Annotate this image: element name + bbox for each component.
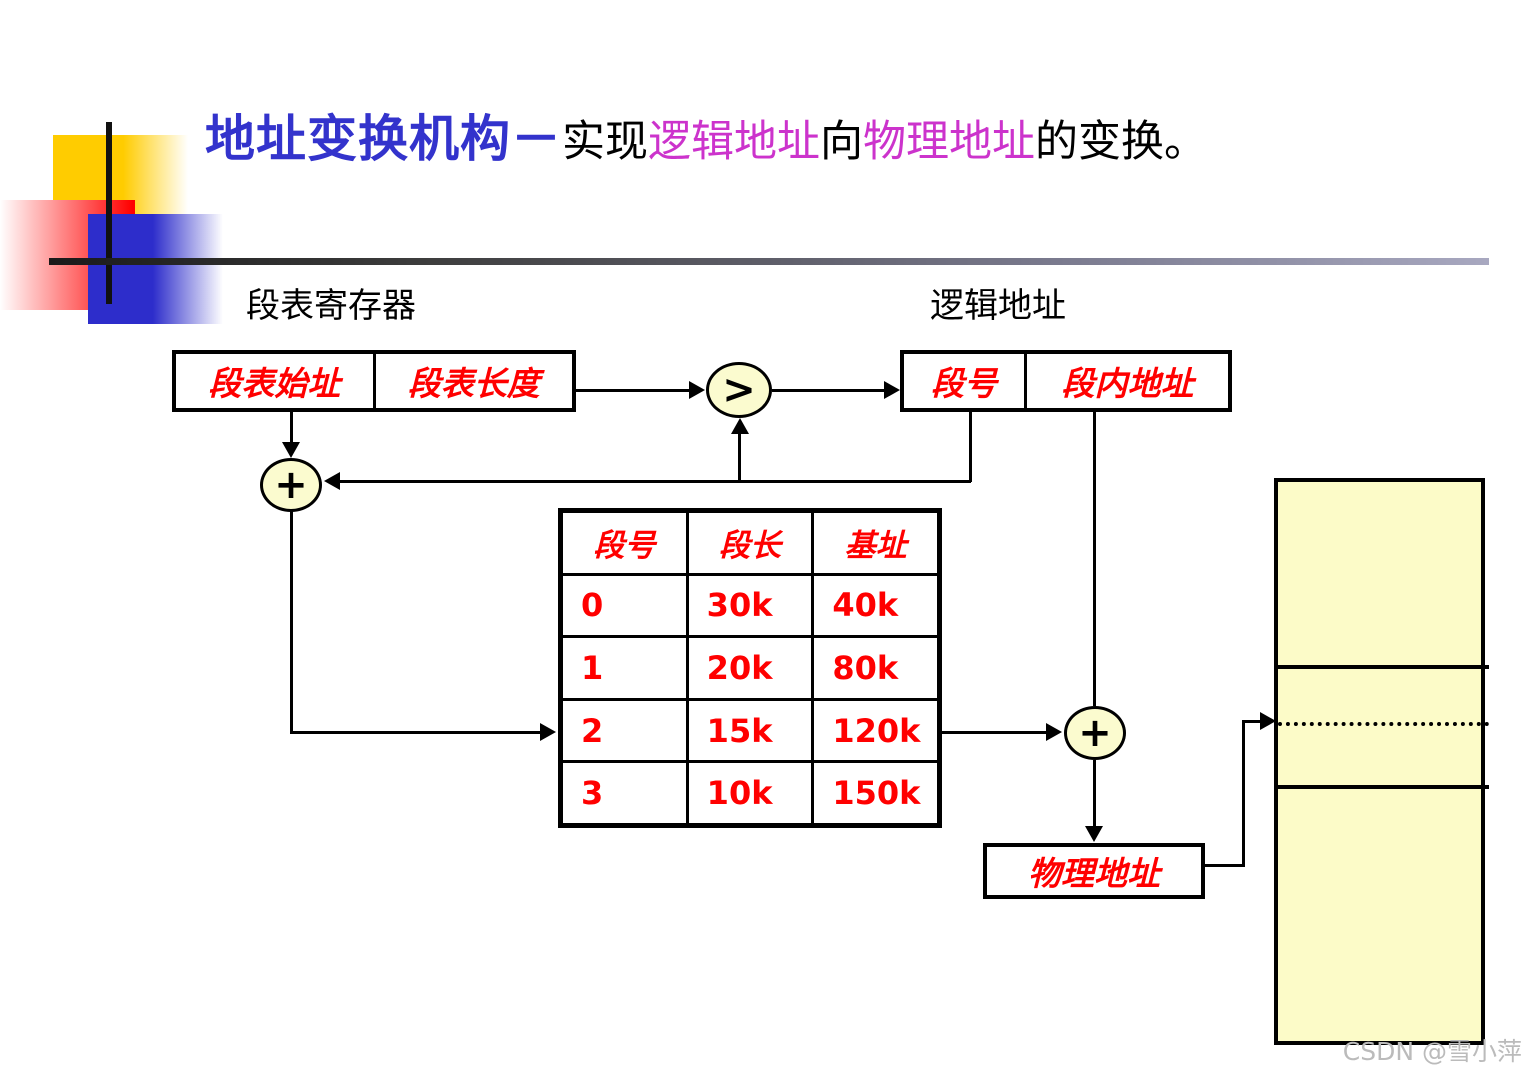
wire-physical-to-memory bbox=[1242, 720, 1264, 723]
logical-address-offset-cell: 段内地址 bbox=[1024, 354, 1228, 408]
arrowhead-adder-to-physical bbox=[1085, 826, 1103, 842]
segment-table-cell-base: 40k bbox=[811, 575, 937, 636]
physical-address-label: 物理地址 bbox=[1028, 854, 1160, 893]
segment-table-header-segno: 段号 bbox=[593, 528, 656, 565]
wire-offset-to-adder bbox=[1093, 412, 1096, 706]
memory-target-dotted-line bbox=[1278, 722, 1489, 726]
adder-left-symbol: + bbox=[274, 462, 308, 508]
wire-adder-to-table bbox=[290, 731, 542, 734]
segment-table-cell-base: 120k bbox=[811, 700, 937, 761]
segment-table-header-row: 段号 段长 基址 bbox=[563, 513, 937, 573]
segment-table-cell-segno: 2 bbox=[581, 711, 604, 750]
wire-adder-down bbox=[290, 510, 293, 733]
arrowhead-segment-no-to-adder bbox=[324, 472, 340, 490]
watermark: CSDN @雪小萍 bbox=[1342, 1037, 1522, 1066]
wire-physical-right bbox=[1205, 864, 1245, 867]
decor-vertical-rule bbox=[106, 122, 112, 304]
logical-address-segment-no-cell: 段号 bbox=[931, 364, 997, 403]
segment-table-cell-length: 30k bbox=[685, 575, 812, 636]
arrowhead-base-to-adder bbox=[282, 442, 300, 458]
wire-compare-to-logical bbox=[772, 389, 884, 392]
arrowhead-adder-to-table bbox=[540, 723, 556, 741]
memory-divider-upper bbox=[1278, 665, 1489, 669]
wire-segment-no-to-adder bbox=[340, 480, 971, 483]
segment-table-header-length: 段长 bbox=[685, 513, 812, 573]
segment-register-box: 段表始址 段表长度 bbox=[172, 350, 576, 412]
wire-register-to-compare bbox=[576, 389, 689, 392]
segment-register-label: 段表寄存器 bbox=[246, 286, 416, 326]
title-part2: 向 bbox=[820, 117, 863, 167]
wire-segment-no-down bbox=[969, 412, 972, 482]
segment-table-cell-base: 150k bbox=[811, 763, 937, 823]
wire-branch-to-compare bbox=[738, 432, 741, 482]
title-highlight-physical: 物理地址 bbox=[863, 117, 1035, 167]
table-row: 2 15k 120k bbox=[563, 697, 937, 761]
segment-table-cell-segno: 1 bbox=[581, 648, 604, 687]
title-dash: － bbox=[511, 110, 562, 168]
memory-divider-lower bbox=[1278, 785, 1489, 789]
table-row: 3 10k 150k bbox=[563, 760, 937, 823]
arrowhead-physical-to-memory bbox=[1260, 712, 1276, 730]
segment-table-cell-length: 10k bbox=[685, 763, 812, 823]
wire-table-to-adder bbox=[942, 731, 1046, 734]
title-part3: 的变换。 bbox=[1035, 117, 1207, 167]
wire-physical-up bbox=[1242, 720, 1245, 866]
segment-register-length-cell: 段表长度 bbox=[372, 354, 573, 408]
segment-table-header-base: 基址 bbox=[811, 513, 937, 573]
decor-horizontal-rule bbox=[49, 258, 1489, 265]
adder-right-symbol: + bbox=[1078, 710, 1112, 756]
segment-table-cell-length: 20k bbox=[685, 638, 812, 698]
table-row: 1 20k 80k bbox=[563, 635, 937, 698]
page-title: 地址变换机构－实现逻辑地址向物理地址的变换。 bbox=[205, 112, 1207, 167]
segment-table-cell-base: 80k bbox=[811, 638, 937, 698]
segment-table-cell-length: 15k bbox=[685, 700, 812, 761]
table-row: 0 30k 40k bbox=[563, 572, 937, 636]
arrowhead-register-to-compare bbox=[689, 381, 705, 399]
title-heading: 地址变换机构 bbox=[205, 110, 511, 168]
wire-adder-to-physical bbox=[1093, 760, 1096, 828]
arrowhead-compare-to-logical bbox=[884, 381, 900, 399]
segment-table-cell-segno: 0 bbox=[581, 586, 604, 625]
logical-address-label: 逻辑地址 bbox=[930, 286, 1066, 326]
adder-node-left: + bbox=[260, 458, 322, 512]
arrowhead-table-to-adder bbox=[1046, 723, 1062, 741]
wire-base-to-adder bbox=[290, 412, 293, 446]
segment-register-base-cell: 段表始址 bbox=[208, 364, 341, 403]
segment-table-cell-segno: 3 bbox=[581, 774, 604, 813]
compare-node: > bbox=[706, 362, 772, 418]
adder-node-right: + bbox=[1064, 706, 1126, 760]
memory-column bbox=[1274, 478, 1489, 1045]
compare-symbol: > bbox=[722, 367, 756, 413]
segment-table: 段号 段长 基址 0 30k 40k 1 20k 80k 2 15k 120k … bbox=[558, 508, 942, 828]
logical-address-box: 段号 段内地址 bbox=[900, 350, 1232, 412]
physical-address-box: 物理地址 bbox=[983, 843, 1205, 899]
title-highlight-logical: 逻辑地址 bbox=[648, 117, 820, 167]
title-part1: 实现 bbox=[562, 117, 648, 167]
arrowhead-branch-to-compare bbox=[731, 418, 749, 434]
